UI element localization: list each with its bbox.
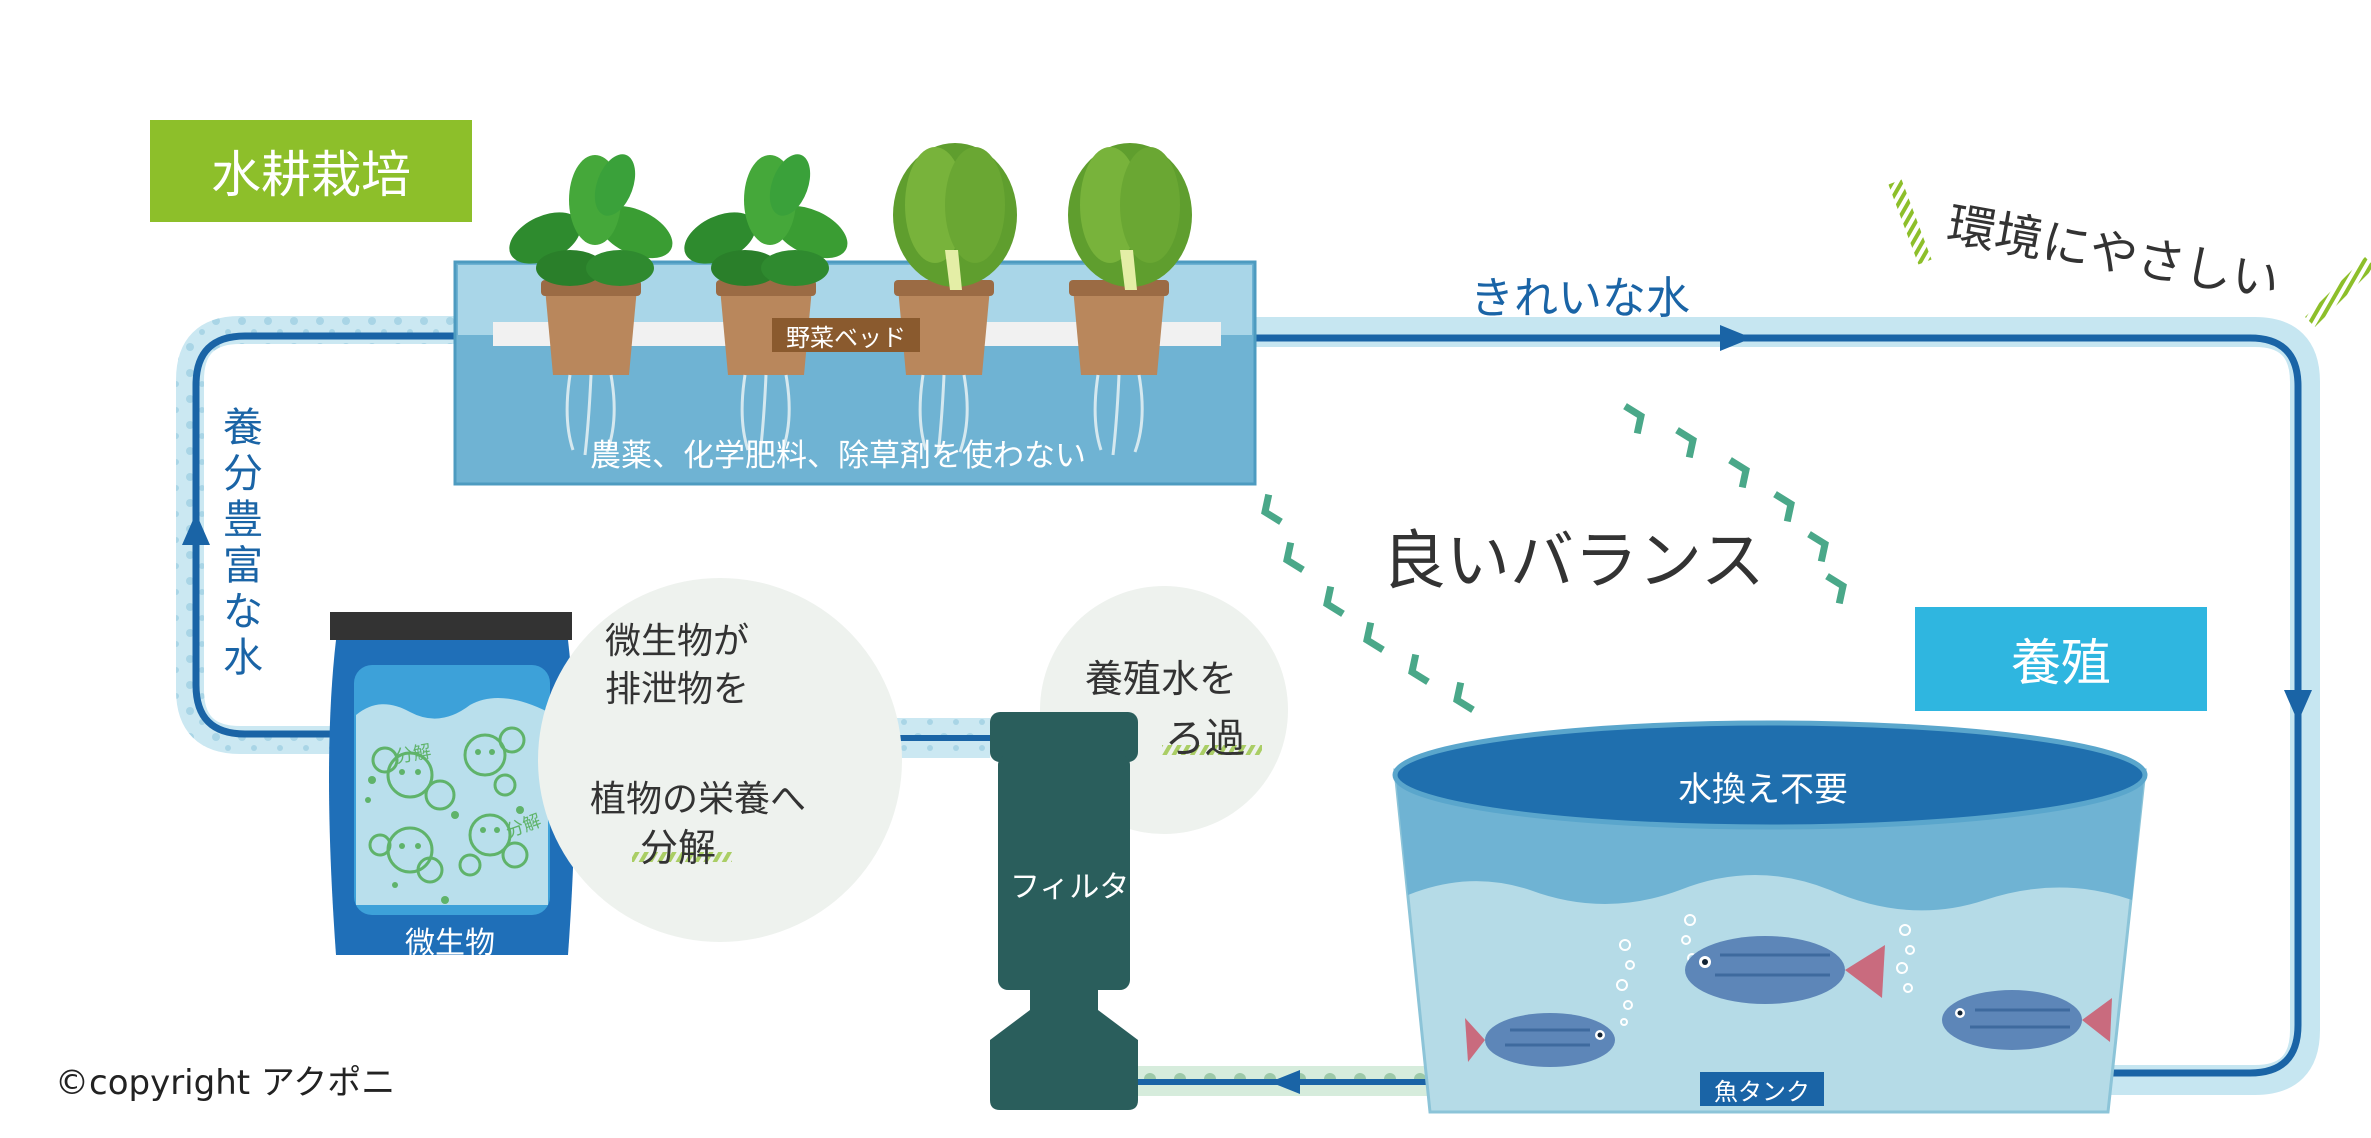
filter-text-line1: 養殖水を <box>1085 657 1238 701</box>
fish-tank-label: 魚タンク <box>1700 1072 1824 1106</box>
fish-icon <box>1942 990 2112 1050</box>
fish-icon <box>1465 1013 1615 1067</box>
microbe-text-line1: 微生物が <box>605 621 750 662</box>
hydroponics-title: 水耕栽培 <box>150 120 472 222</box>
lettuce-plant-icon <box>893 143 1017 290</box>
arrow-up-icon <box>182 513 210 545</box>
basil-plant-icon <box>684 154 848 286</box>
no-water-change-text: 水換え不要 <box>1678 770 1848 810</box>
microbe-text-line3: 植物の栄養へ <box>590 779 807 820</box>
basil-plant-icon <box>509 154 673 286</box>
no-chemicals-text: 農薬、化学肥料、除草剤を使わない <box>590 438 1086 474</box>
air-bubbles-icon <box>1616 914 1915 1026</box>
nutrient-rich-water-label: 養分豊富な水 <box>223 405 263 681</box>
eco-stroke-mark <box>2305 257 2371 327</box>
arrow-left-icon <box>1270 1070 1300 1094</box>
aquaculture-title: 養殖 <box>1915 607 2207 711</box>
microbe-container-label: 微生物 <box>405 926 495 961</box>
microbe-text-line4: 分解 <box>640 826 717 870</box>
vegetable-bed-label: 野菜ベッド <box>772 318 920 352</box>
microbe-text-line2: 排泄物を <box>605 669 750 710</box>
arrow-right-icon <box>1720 325 1752 351</box>
plant-pots <box>541 280 1169 456</box>
microbe-bubbles-icon <box>368 726 529 884</box>
arrow-down-icon <box>2284 690 2312 722</box>
filter-unit <box>990 712 1138 1110</box>
fish-tank <box>1392 720 2148 1114</box>
microbe-info-bubble <box>538 578 902 942</box>
eco-stroke-mark <box>1888 179 1932 265</box>
copyright-text: ©copyright アクポニ <box>55 1063 396 1103</box>
filter-label: フィルタ <box>1010 870 1130 905</box>
good-balance-text: 良いバランス <box>1382 525 1765 599</box>
clean-water-label: きれいな水 <box>1470 273 1690 324</box>
lettuce-plant-icon <box>1068 143 1192 290</box>
balance-marks <box>1261 403 1847 713</box>
microbe-container <box>329 612 575 955</box>
fish-icon <box>1685 936 1885 1004</box>
filter-text-line2: ろ過 <box>1165 716 1245 762</box>
